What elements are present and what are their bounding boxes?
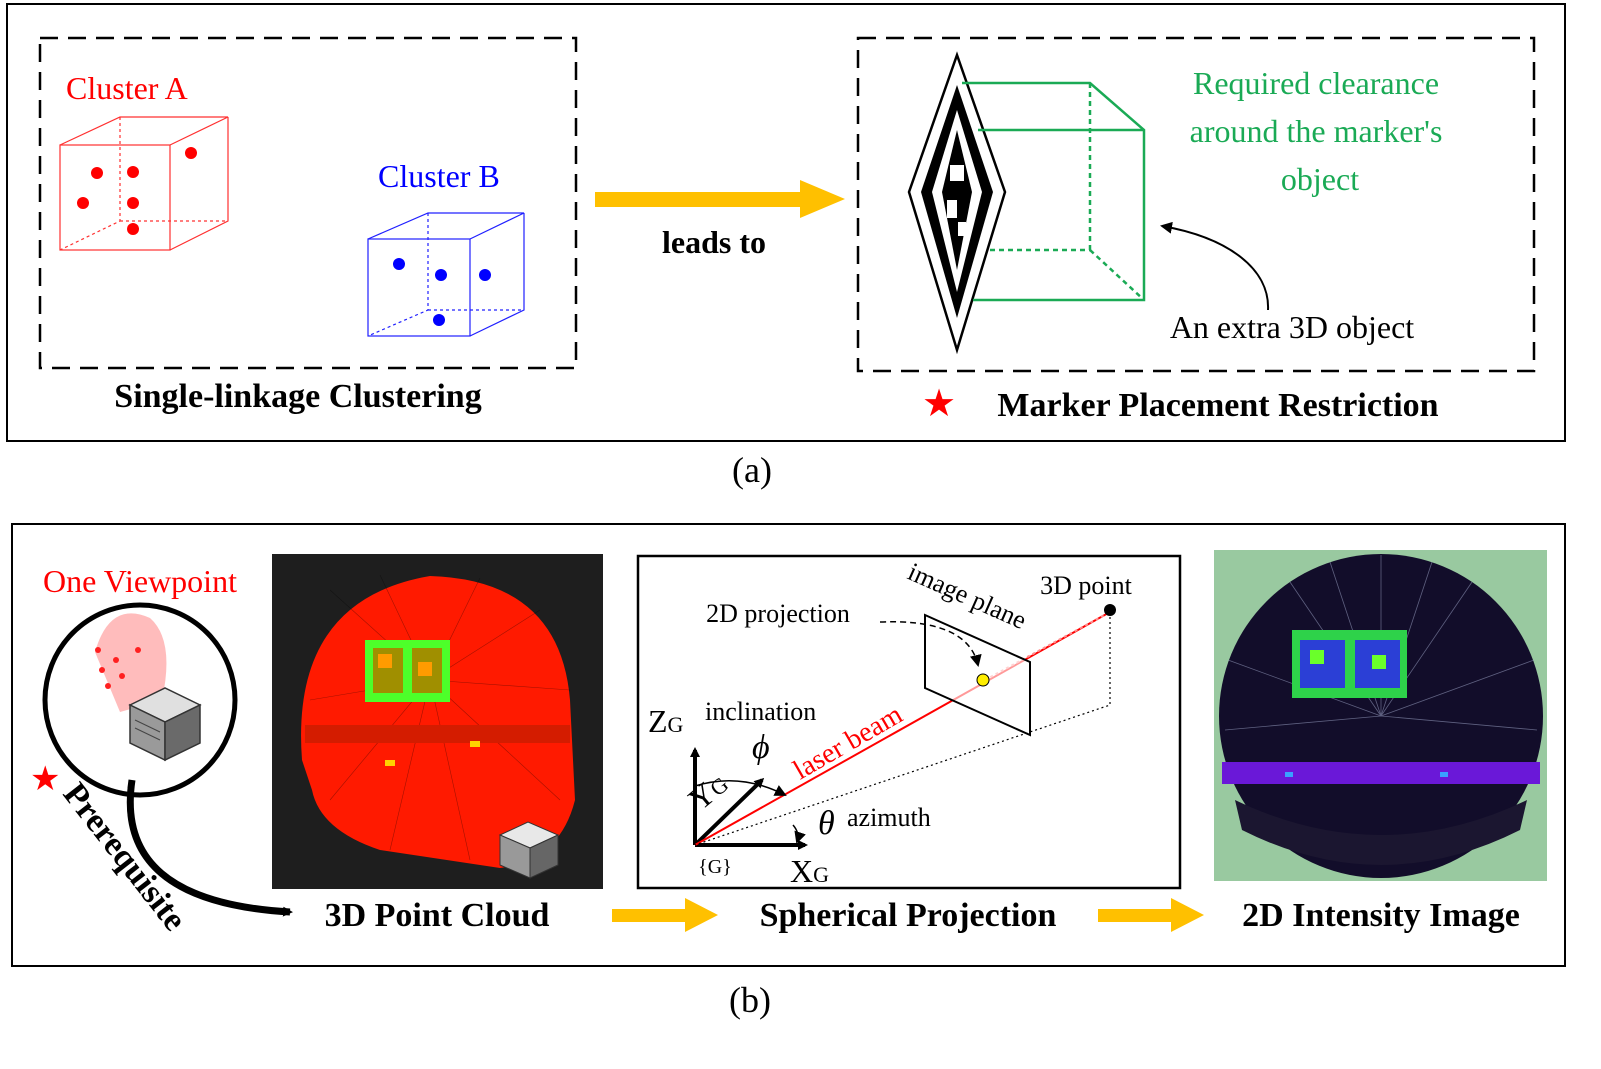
cluster-a-label: Cluster A — [66, 70, 188, 106]
caption-a: (a) — [732, 450, 772, 490]
panel-b-frame — [11, 523, 1566, 967]
cluster-a-points — [77, 147, 197, 235]
clearance-label: Required clearance around the marker's o… — [1190, 65, 1451, 197]
restriction-box — [856, 36, 1536, 373]
target-point — [1104, 604, 1116, 616]
clearance-box — [962, 81, 1146, 302]
extra-object-label: An extra 3D object — [1170, 309, 1414, 345]
image-plane — [924, 613, 1031, 737]
flow-arrow-1 — [612, 898, 718, 932]
projection-arrow — [879, 621, 982, 667]
point-3d-label: 3D point — [1040, 571, 1133, 600]
cluster-a-cube — [59, 116, 229, 251]
projection-2d-label: 2D projection — [706, 599, 850, 628]
panel-a: Cluster A Cluster B Single-linkage — [6, 3, 1566, 442]
phi-symbol: ϕ — [752, 729, 770, 766]
y-axis — [693, 777, 765, 847]
caption-b: (b) — [729, 980, 771, 1020]
leads-to-label: leads to — [662, 224, 766, 260]
clearance-line-2: around the marker's — [1190, 113, 1443, 149]
point-cloud-image — [272, 554, 603, 889]
inclination-label: inclination — [705, 697, 816, 726]
projected-point — [976, 673, 990, 687]
theta-symbol: θ — [818, 805, 835, 842]
restriction-title: Marker Placement Restriction — [997, 387, 1438, 424]
azimuth-label: azimuth — [847, 803, 931, 832]
extra-object-arrow — [1160, 221, 1270, 311]
lidar-sensor-icon — [128, 687, 202, 762]
prerequisite-star-icon: ★ — [30, 759, 60, 799]
clearance-line-1: Required clearance — [1193, 65, 1439, 101]
clustering-box — [38, 36, 578, 370]
cluster-b-points — [393, 258, 491, 326]
intensity-title: 2D Intensity Image — [1242, 897, 1520, 934]
x-axis-label: XG — [790, 853, 829, 889]
cluster-b-label: Cluster B — [378, 158, 500, 194]
projection-title: Spherical Projection — [760, 897, 1057, 934]
prerequisite-label: Prerequisite — [56, 776, 194, 938]
leads-to-arrow — [595, 180, 845, 218]
scan-fov — [95, 613, 167, 712]
restriction-star-icon: ★ — [922, 381, 956, 425]
origin-label: {G} — [698, 856, 732, 878]
flow-arrow-2 — [1098, 898, 1204, 932]
clustering-title: Single-linkage Clustering — [114, 378, 481, 415]
clearance-line-3: object — [1281, 161, 1359, 197]
projection-diagram — [636, 554, 1182, 890]
intensity-image — [1214, 550, 1547, 881]
prerequisite-arrow — [126, 779, 293, 917]
panel-a-frame — [6, 3, 1566, 442]
cluster-b-cube — [367, 212, 525, 337]
point-cloud-title: 3D Point Cloud — [325, 897, 550, 934]
viewpoint-points — [95, 647, 141, 689]
viewpoint-label: One Viewpoint — [43, 563, 237, 599]
laser-beam-line — [694, 611, 1111, 846]
z-axis-label: ZG — [648, 703, 684, 739]
marker-object — [907, 51, 1007, 355]
panel-b: One Viewpoint ★ Prerequisite — [11, 523, 1566, 967]
